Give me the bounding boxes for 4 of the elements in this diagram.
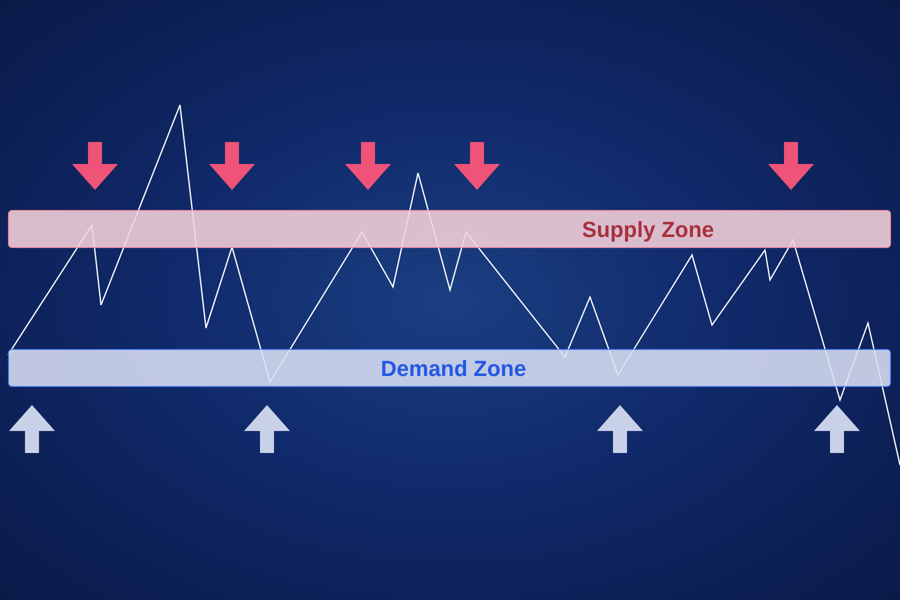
zone-label: Supply Zone [582, 216, 714, 244]
zone-label: Demand Zone [380, 354, 526, 382]
demand-zone-band [8, 349, 891, 387]
supply-zone-band [8, 210, 891, 248]
